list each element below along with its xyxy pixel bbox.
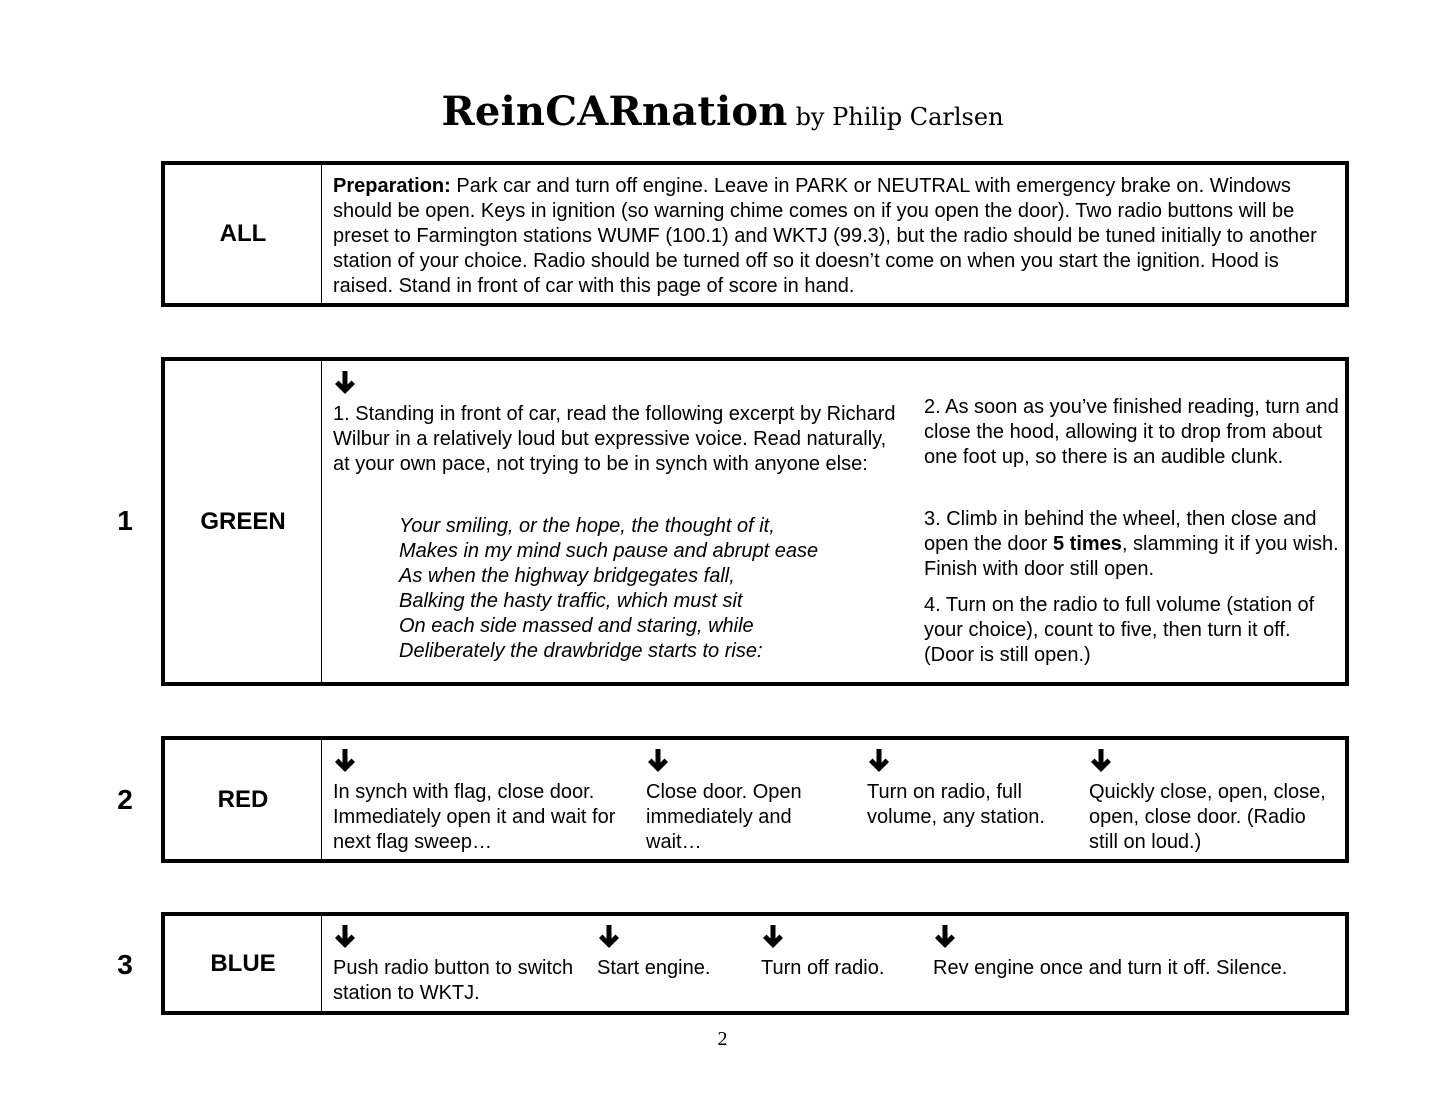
section-all-content: Preparation: Park car and turn off engin…	[323, 165, 1345, 303]
section-red-content: In synch with flag, close door. Immediat…	[323, 740, 1345, 859]
row-number-1: 1	[117, 505, 133, 536]
green-step-4: 4. Turn on the radio to full volume (sta…	[924, 594, 1315, 666]
section-label-red: RED	[165, 740, 322, 859]
green-step-3-emphasis: 5 times	[1053, 533, 1122, 555]
red-cue-3: Turn on radio, full volume, any station.	[867, 781, 1045, 828]
section-label-blue: BLUE	[165, 916, 322, 1011]
section-red: RED In synch with flag, close door. Imme…	[161, 736, 1349, 863]
red-cue-2: Close door. Open immediately and wait…	[646, 781, 802, 853]
title-main: ReinCARnation	[441, 88, 788, 135]
section-green: GREEN 1. Standing in front of car, read …	[161, 357, 1349, 686]
section-green-content: 1. Standing in front of car, read the fo…	[323, 361, 1345, 682]
poem-line: As when the highway bridgegates fall,	[399, 565, 735, 587]
down-arrow-icon	[761, 924, 785, 950]
down-arrow-icon	[597, 924, 621, 950]
section-label-green: GREEN	[165, 361, 322, 682]
poem-line: Makes in my mind such pause and abrupt e…	[399, 540, 819, 562]
down-arrow-icon	[333, 370, 357, 396]
title-byline: by Philip Carlsen	[795, 103, 1004, 131]
poem-line: On each side massed and staring, while	[399, 615, 754, 637]
blue-cue-1: Push radio button to switch station to W…	[333, 957, 574, 1004]
down-arrow-icon	[933, 924, 957, 950]
preparation-body: Park car and turn off engine. Leave in P…	[333, 175, 1317, 297]
green-step-3-end: , slamming it if you wish. Finish with d…	[924, 533, 1339, 580]
blue-cue-3: Turn off radio.	[761, 957, 885, 979]
green-step-2: 2. As soon as you’ve finished reading, t…	[924, 396, 1339, 468]
preparation-text: Preparation: Park car and turn off engin…	[333, 174, 1343, 299]
section-all: ALL Preparation: Park car and turn off e…	[161, 161, 1349, 307]
red-cue-1: In synch with flag, close door. Immediat…	[333, 781, 616, 853]
poem-excerpt: Your smiling, or the hope, the thought o…	[399, 514, 909, 664]
red-cue-4: Quickly close, open, close, open, close …	[1089, 781, 1326, 853]
poem-line: Your smiling, or the hope, the thought o…	[399, 515, 775, 537]
row-number-2: 2	[117, 784, 133, 815]
page-number: 2	[717, 1028, 728, 1050]
green-step-1: 1. Standing in front of car, read the fo…	[333, 403, 896, 475]
section-blue: BLUE Push radio button to switch station…	[161, 912, 1349, 1015]
down-arrow-icon	[867, 748, 891, 774]
down-arrow-icon	[1089, 748, 1113, 774]
row-number-3: 3	[117, 949, 133, 980]
poem-line: Balking the hasty traffic, which must si…	[399, 590, 743, 612]
green-step-3: 3. Climb in behind the wheel, then close…	[924, 507, 1344, 582]
down-arrow-icon	[333, 924, 357, 950]
down-arrow-icon	[333, 748, 357, 774]
section-blue-content: Push radio button to switch station to W…	[323, 916, 1345, 1011]
green-step-3-start: 3. Climb in behind the wheel, then close…	[924, 508, 1317, 555]
blue-cue-4: Rev engine once and turn it off. Silence…	[933, 957, 1288, 979]
blue-cue-2: Start engine.	[597, 957, 711, 979]
preparation-label: Preparation:	[333, 175, 451, 197]
section-label-all: ALL	[165, 165, 322, 303]
poem-line: Deliberately the drawbridge starts to ri…	[399, 640, 763, 662]
down-arrow-icon	[646, 748, 670, 774]
